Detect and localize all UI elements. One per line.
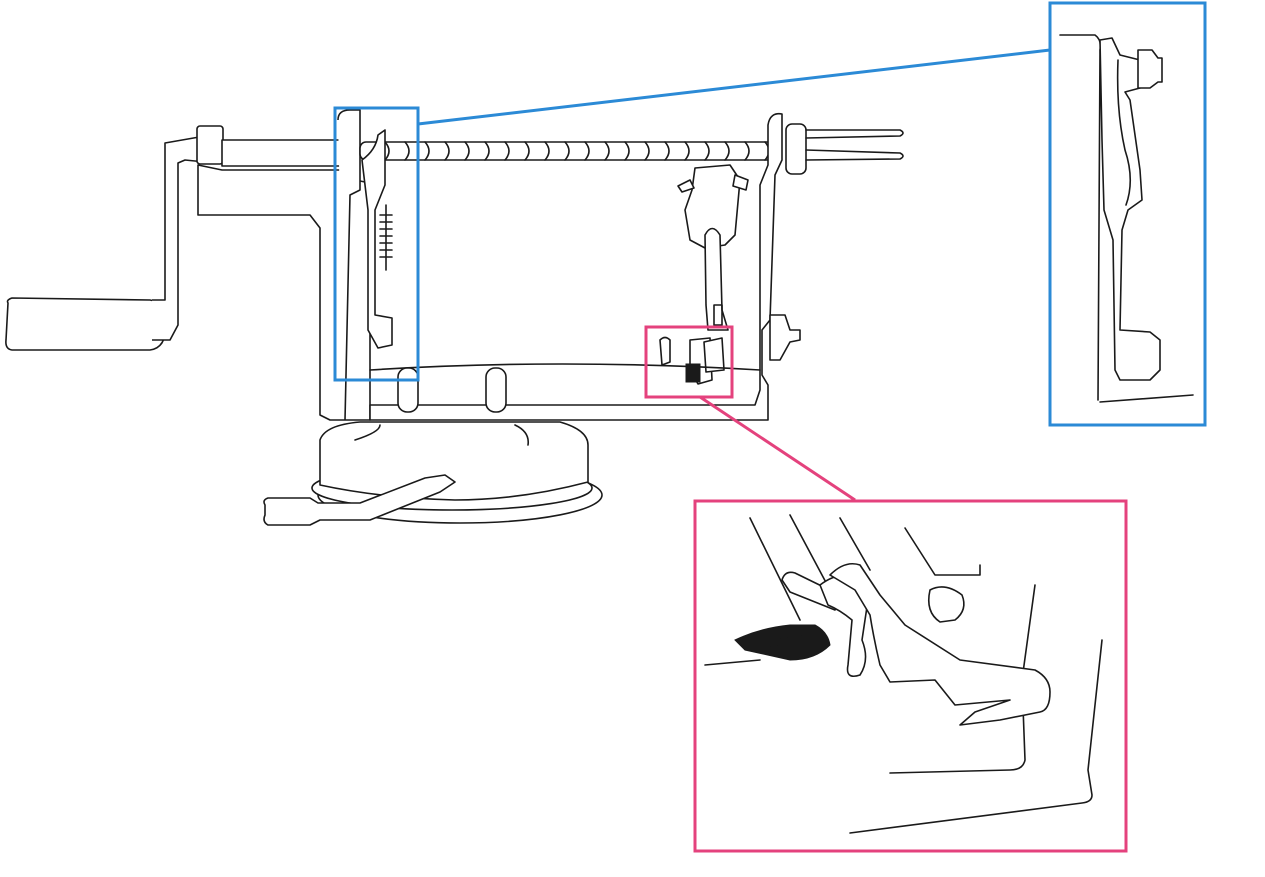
crank-handle-grip <box>5 297 167 351</box>
stem-thread <box>713 304 723 326</box>
frame-body <box>197 164 371 421</box>
rail-knob-left <box>397 367 419 413</box>
side-clamp <box>769 314 801 361</box>
callout-pink-leader <box>699 395 856 502</box>
tension-spring <box>379 204 393 271</box>
main-shaft <box>221 139 343 167</box>
blade-holder-detail <box>704 514 1103 834</box>
peeler-arm <box>361 129 393 349</box>
blade-holder <box>659 336 725 385</box>
peeler-arm-detail <box>1059 34 1194 403</box>
callout-pink <box>644 325 1128 853</box>
carriage-wing-left <box>677 179 695 193</box>
rail-knob-right <box>485 367 507 413</box>
callout-pink-detail-box <box>693 499 1128 853</box>
crank-hub <box>196 125 224 165</box>
apple-fork <box>785 123 904 175</box>
carriage-wing-nut <box>732 174 749 191</box>
base-rail <box>369 363 761 371</box>
threaded-feed-screw <box>359 141 781 161</box>
callout-blue-source-box <box>333 106 420 382</box>
crank-arm <box>152 135 206 341</box>
corer-stem <box>704 227 729 331</box>
frame-right-post <box>369 112 783 421</box>
callout-blue-detail-box <box>1048 1 1207 427</box>
callout-pink-source-box <box>644 325 734 399</box>
suction-lever <box>263 474 456 526</box>
callout-blue <box>333 1 1207 427</box>
apple-peeler-machine <box>5 109 904 526</box>
callout-blue-leader <box>417 48 1051 126</box>
frame-left-post <box>337 109 361 421</box>
